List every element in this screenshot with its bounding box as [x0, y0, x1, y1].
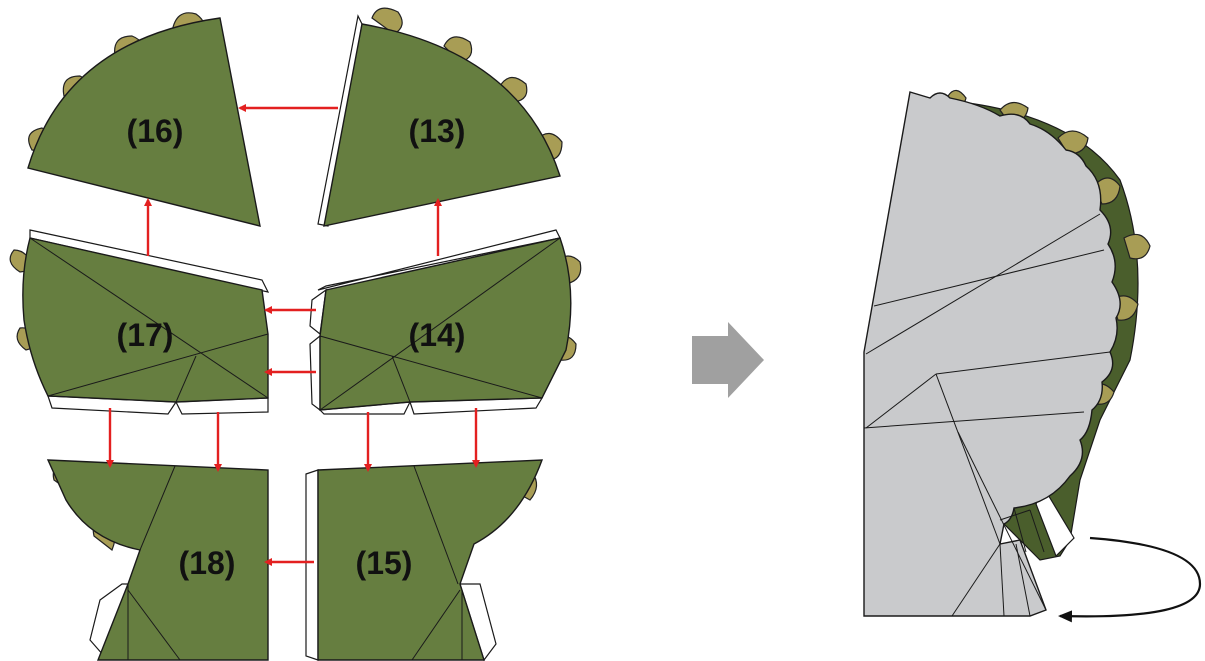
piece-15: (15)	[305, 459, 544, 661]
piece-label-13: (13)	[409, 113, 466, 149]
piece-label-15: (15)	[356, 545, 413, 581]
piece-14: (14)	[309, 229, 582, 415]
piece-label-17: (17)	[117, 317, 174, 353]
rotate-around-arrow-icon	[1058, 536, 1202, 623]
connection-arrows	[106, 104, 480, 566]
right-arrow-icon	[692, 322, 764, 398]
piece-18: (18)	[46, 459, 269, 661]
piece-label-16: (16)	[127, 113, 184, 149]
piece-13: (13)	[317, 7, 563, 227]
piece-label-14: (14)	[409, 317, 466, 353]
piece-17: (17)	[9, 229, 270, 415]
assembled-head-model	[863, 89, 1151, 617]
piece-16: (16)	[27, 12, 261, 227]
piece-label-18: (18)	[179, 545, 236, 581]
